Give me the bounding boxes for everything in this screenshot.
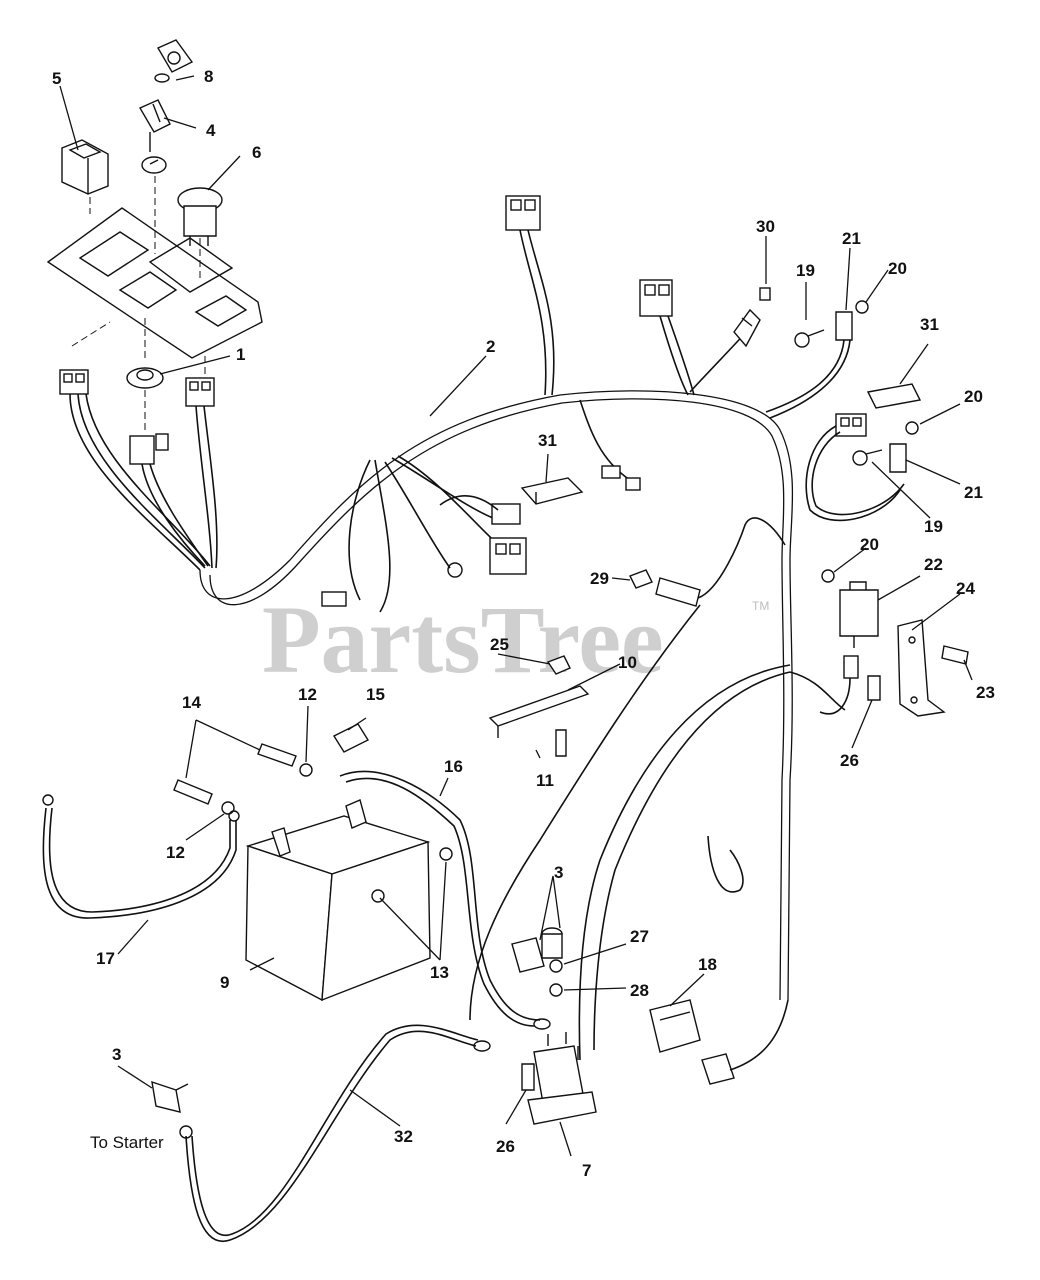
callout-20-upper: 20: [888, 259, 907, 278]
callout-6: 6: [252, 143, 261, 162]
part-20-nut-upper: [855, 300, 869, 314]
part-10-bracket: [488, 685, 590, 738]
callout-18: 18: [698, 955, 717, 974]
callout-28: 28: [630, 981, 649, 1000]
connector-center-c: [491, 503, 521, 525]
connector-terminal-small: [601, 465, 641, 491]
part-8-decal: [154, 39, 194, 83]
dash-panel: [46, 207, 263, 359]
part-1-grommet: [126, 367, 164, 389]
callout-15: 15: [366, 685, 385, 704]
part-31-right: [866, 383, 922, 409]
callout-21-upper: 21: [842, 229, 861, 248]
part-19-screw-lower: [852, 449, 883, 466]
connector-left-b: [185, 377, 215, 407]
connector-center-b: [489, 537, 527, 575]
callout-3-solenoid: 3: [554, 863, 563, 882]
callout-7: 7: [582, 1161, 591, 1180]
callout-8: 8: [204, 67, 213, 86]
trademark-text: TM: [752, 599, 769, 613]
callout-9: 9: [220, 973, 229, 992]
part-21-bracket-upper: [835, 311, 853, 341]
connector-top-center: [505, 195, 541, 231]
callout-11: 11: [536, 771, 554, 790]
part-24-bracket: [897, 619, 946, 717]
part-31-center: [520, 477, 584, 505]
callout-27: 27: [630, 927, 649, 946]
callout-20-mid: 20: [964, 387, 983, 406]
part-7-solenoid: [527, 1032, 597, 1125]
connector-29: [629, 569, 653, 589]
callout-1: 1: [236, 345, 245, 364]
callout-14: 14: [182, 693, 201, 712]
connector-top-right-a: [639, 279, 673, 317]
callout-24: 24: [956, 579, 975, 598]
part-30-fuse: [759, 287, 771, 301]
callout-3-starter: 3: [112, 1045, 121, 1064]
callout-30: 30: [756, 217, 775, 236]
callout-16: 16: [444, 757, 463, 776]
part-3-boot-solenoid: [511, 927, 563, 973]
part-12-washer-lower: [221, 801, 235, 815]
part-14-bolt-lower: [173, 779, 213, 805]
part-21-bracket-lower: [889, 443, 907, 473]
callout-17: 17: [96, 949, 115, 968]
callout-22: 22: [924, 555, 943, 574]
connector-center-right: [655, 577, 701, 607]
callout-2: 2: [486, 337, 495, 356]
part-9-battery: [245, 799, 431, 1002]
connector-right-mid: [835, 413, 867, 437]
callout-31-center: 31: [538, 431, 557, 450]
callout-21-lower: 21: [964, 483, 983, 502]
part-5-switch: [61, 139, 109, 195]
callout-32: 32: [394, 1127, 413, 1146]
connector-26-right: [843, 655, 859, 679]
part-4-key: [139, 99, 171, 152]
connector-left-a: [59, 369, 89, 395]
callout-12-upper: 12: [298, 685, 317, 704]
part-13-nut-upper: [439, 847, 453, 861]
part-19-screw-upper: [794, 329, 825, 348]
connector-top-right-b: [733, 308, 761, 348]
part-26-screw-right: [867, 675, 881, 701]
callout-29: 29: [590, 569, 609, 588]
callout-4: 4: [206, 121, 216, 140]
part-12-washer-upper: [299, 763, 313, 777]
callout-26-solenoid: 26: [496, 1137, 515, 1156]
part-11-screw: [555, 729, 567, 757]
callout-12-lower: 12: [166, 843, 185, 862]
callout-5: 5: [52, 69, 61, 88]
part-18-relay: [649, 999, 701, 1053]
callout-31-right: 31: [920, 315, 939, 334]
connector-18: [701, 1053, 735, 1085]
callout-26-right: 26: [840, 751, 859, 770]
part-27-nut: [549, 959, 563, 973]
callout-25: 25: [490, 635, 509, 654]
part-26-screw-solenoid: [521, 1063, 535, 1091]
callout-19-upper: 19: [796, 261, 815, 280]
callout-13: 13: [430, 963, 449, 982]
connector-left-c: [129, 433, 169, 465]
connector-center-a: [321, 591, 347, 607]
part-25-clip: [546, 655, 571, 675]
callout-23: 23: [976, 683, 995, 702]
ignition-nut: [141, 156, 167, 174]
leader-lines: [59, 75, 973, 1157]
part-14-bolt-upper: [257, 743, 297, 767]
callout-20-lower: 20: [860, 535, 879, 554]
part-28-washer: [549, 983, 563, 997]
part-3-boot-starter: [151, 1080, 189, 1113]
callout-labels: 5 8 4 6 1 2 31 30 19 21 20 31 20 21 19 2…: [52, 67, 995, 1180]
callout-10: 10: [618, 653, 637, 672]
callout-19-lower: 19: [924, 517, 943, 536]
part-6-ignition-switch: [177, 187, 223, 246]
part-20-nut-lower: [821, 569, 835, 583]
to-starter-annotation: To Starter: [90, 1133, 164, 1152]
part-20-nut-mid: [905, 421, 919, 435]
part-22-switch: [839, 581, 879, 648]
